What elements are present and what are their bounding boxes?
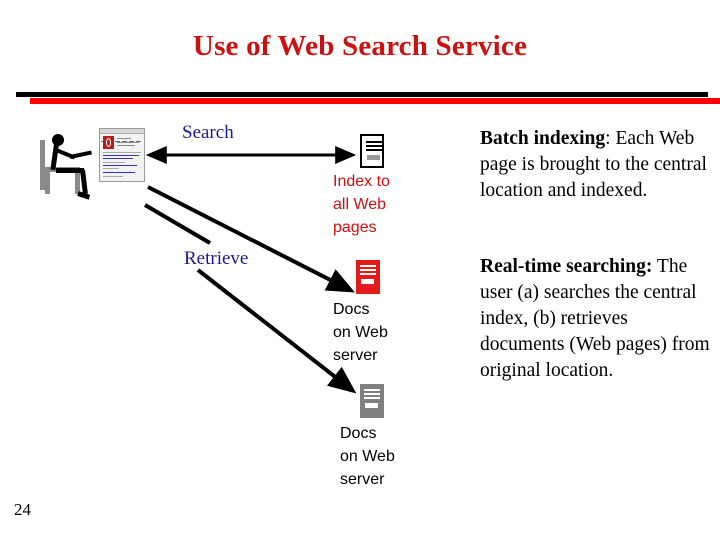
figure-foot	[77, 191, 91, 200]
thumb-text-line	[117, 145, 135, 146]
thumb-result-link	[103, 158, 133, 159]
note-batch-indexing-separator: :	[605, 128, 616, 149]
page-number: 24	[14, 500, 31, 519]
figure-shin	[80, 169, 88, 195]
browser-site-logo-icon	[103, 136, 114, 149]
server-drive-bay	[365, 403, 378, 408]
server-slot	[360, 269, 376, 271]
server-slot	[366, 149, 382, 151]
web-browser-window-thumbnail-icon	[99, 128, 145, 182]
thumb-result-link	[103, 155, 139, 156]
server-drive-bay	[367, 155, 380, 160]
figure-head	[52, 134, 64, 146]
server-slot	[364, 393, 380, 395]
server-slot	[366, 141, 382, 143]
title-divider	[0, 92, 720, 108]
server-slot	[360, 265, 376, 267]
index-server-caption: Index to all Web pages	[333, 173, 390, 236]
index-server-icon	[360, 134, 384, 168]
server-drive-bay	[361, 279, 374, 284]
thumb-result-link	[103, 172, 135, 173]
thumb-rule	[103, 168, 119, 169]
thumb-rule	[103, 162, 125, 163]
thumb-result-link	[103, 165, 137, 166]
figure-thigh	[56, 168, 84, 173]
thumb-rule	[103, 176, 123, 177]
figure-forearm	[69, 150, 92, 159]
chair-leg-back	[45, 167, 50, 194]
flow-label-search: Search	[182, 122, 234, 143]
thumb-rule	[103, 152, 141, 153]
note-real-time-searching-body: The user (a) searches the central index,…	[480, 256, 710, 381]
retrieve-arrow-1	[147, 185, 355, 293]
docs-web-server-icon-red	[356, 260, 380, 294]
divider-black-rule	[16, 92, 708, 97]
note-batch-indexing: Batch indexing: Each Web page is brought…	[480, 126, 716, 204]
docs-web-server-icon-gray	[360, 384, 384, 418]
server-slot	[366, 145, 382, 147]
seated-user-figure-icon	[28, 132, 94, 200]
retrieve-arrow-2	[196, 268, 357, 394]
note-batch-indexing-heading: Batch indexing	[480, 128, 606, 149]
thumb-text-line	[117, 142, 139, 143]
note-real-time-searching: Real-time searching: The user (a) search…	[480, 254, 716, 384]
browser-menu-bar	[100, 129, 144, 142]
server-slot	[364, 397, 380, 399]
docs-web-server-caption-1: Docs on Web server	[333, 301, 388, 364]
server-slot	[364, 389, 380, 391]
retrieve-arrow-2-upper-leg	[143, 203, 212, 245]
chair-back	[40, 140, 45, 190]
divider-red-rule	[30, 98, 720, 104]
flow-label-retrieve: Retrieve	[184, 248, 249, 269]
note-batch-indexing-body: Each Web page is brought to the central …	[480, 128, 707, 201]
page-title: Use of Web Search Service	[192, 30, 528, 62]
docs-web-server-caption-2: Docs on Web server	[340, 425, 395, 488]
note-real-time-searching-heading: Real-time searching:	[480, 256, 653, 277]
chair-leg-front	[75, 167, 80, 194]
server-slot	[360, 273, 376, 275]
thumb-text-line	[117, 138, 131, 139]
